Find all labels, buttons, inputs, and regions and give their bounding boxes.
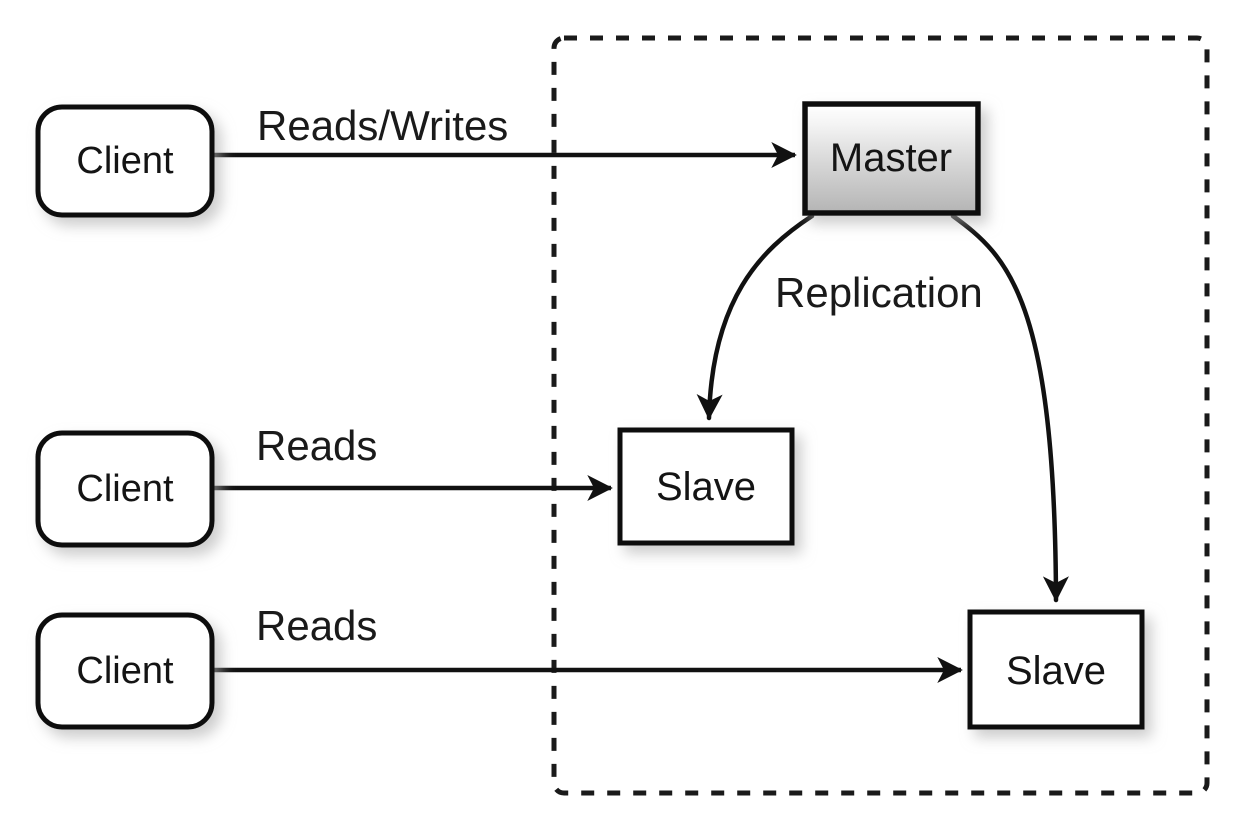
slave-2-shape xyxy=(967,609,1145,730)
client-3-shape xyxy=(35,612,215,730)
node-client-1[interactable] xyxy=(35,104,215,218)
client-2-shape xyxy=(35,430,215,548)
node-slave-2[interactable] xyxy=(967,609,1145,730)
slave-2-label: Slave xyxy=(1006,649,1106,693)
client-1-label: Client xyxy=(76,140,174,182)
edge-label-replication: Replication xyxy=(775,269,983,316)
edge-master-slave1 xyxy=(696,213,815,421)
master-shape xyxy=(802,101,981,216)
node-slave-1[interactable] xyxy=(617,427,795,546)
node-client-2[interactable] xyxy=(35,430,215,548)
node-client-3[interactable] xyxy=(35,612,215,730)
client-2-label: Client xyxy=(76,468,174,510)
database-cluster-boundary xyxy=(551,35,1210,796)
node-master[interactable] xyxy=(802,101,981,216)
slave-1-shape xyxy=(617,427,795,546)
client-3-label: Client xyxy=(76,650,174,692)
master-label: Master xyxy=(830,136,952,180)
client-1-shape xyxy=(35,104,215,218)
edge-label-reads-writes: Reads/Writes xyxy=(257,102,508,149)
edge-label-reads-bottom: Reads xyxy=(256,602,377,649)
edge-label-reads-middle: Reads xyxy=(256,422,377,469)
slave-1-label: Slave xyxy=(656,465,756,509)
edge-master-slave2 xyxy=(950,213,1069,603)
